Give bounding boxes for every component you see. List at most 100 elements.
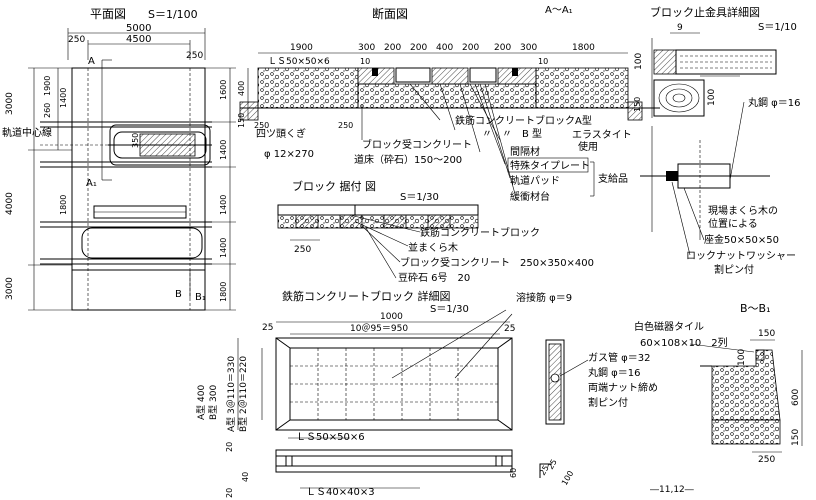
bb-dim-150b: 150 — [791, 429, 801, 446]
plan-label-a1: A₁ — [86, 178, 97, 189]
stopper-dim-100b: 100 — [707, 89, 717, 106]
rc-left-a: A型 400 — [196, 385, 207, 420]
stopper-scale: S＝1/10 — [758, 22, 797, 33]
rc-dim-25b: 25 — [504, 324, 515, 334]
sec-block-b: 〃 〃 B 型 — [482, 127, 542, 140]
sec-dim-200a: 200 — [384, 43, 401, 53]
plan-label-b1: B₁ — [195, 292, 206, 303]
section-title: 断面図 — [372, 6, 408, 21]
rc-dim-1000: 1000 — [380, 312, 403, 322]
stopper-lock-nut: ロックナットワッシャー — [686, 250, 796, 262]
plan-center-line-label: 軌道中心線 — [2, 126, 52, 139]
bb-title: B～B₁ — [740, 302, 771, 315]
rc-weld: 溶接筋 φ＝9 — [516, 291, 572, 304]
plan-dim-4000: 4000 — [5, 192, 15, 215]
rc-title: 鉄筋コンクリートブロック 詳細図 — [282, 289, 451, 303]
rc-detail: 鉄筋コンクリートブロック 詳細図 S＝1/30 溶接筋 φ＝9 1000 25 … — [196, 289, 658, 498]
sec-buffer: 緩衝材台 — [510, 190, 550, 203]
plan-dim-5000: 5000 — [126, 23, 151, 34]
sec-dim-1900: 1900 — [290, 43, 313, 53]
section-view: 断面図 A～A₁ 1900 300 200 200 400 200 200 30… — [237, 5, 660, 203]
sec-dim-150: 150 — [237, 113, 246, 128]
plan-label-b: B — [175, 289, 182, 300]
bb-dim-250: 250 — [758, 455, 775, 465]
plan-view: 平面図 S＝1/100 5000 4500 250 250 3000 4000 … — [2, 7, 236, 311]
sec-block-a: 鉄筋コンクリートブロックA型 — [455, 114, 592, 127]
sec-angle-top: ＬＳ50×50×6 — [268, 57, 330, 67]
stopper-dim-9: 9 — [677, 23, 683, 33]
sec-bolt-size: φ 12×270 — [264, 149, 314, 160]
sec-dim-200d: 200 — [494, 43, 511, 53]
stopper-title: ブロック止金具詳細図 — [650, 5, 760, 19]
sec-elastite: エラスタイト — [572, 129, 632, 141]
bb-tile1: 白色磁器タイル — [634, 320, 704, 333]
sec-dim-10b: 10 — [538, 57, 548, 66]
plan-dim-1400a: 1400 — [219, 140, 228, 160]
sec-dim-400: 400 — [237, 81, 246, 96]
rc-round-bar: 丸鋼 φ＝16 — [588, 366, 641, 379]
rc-dim-60: 60 — [509, 468, 518, 478]
sec-receiving: ブロック受コンクリート — [362, 138, 472, 151]
rc-left-b: B型 300 — [208, 385, 219, 420]
rc-dim-40: 40 — [241, 472, 250, 482]
setting-l2: 並まくら木 — [408, 241, 458, 254]
sec-spacer: 間隔材 — [510, 145, 540, 158]
stopper-round-bar: 丸鋼 φ＝16 — [748, 96, 801, 109]
setting-l3: ブロック受コンクリート 250×350×400 — [400, 256, 594, 269]
rc-left-a2: A型 3＠110＝330 — [226, 356, 237, 432]
page-number: ―11,12― — [650, 485, 694, 495]
setting-title: ブロック 据付 図 — [292, 179, 376, 193]
plan-dim-3000a: 3000 — [5, 92, 15, 115]
stopper-pin: 割ピン付 — [714, 263, 754, 276]
plan-label-a: A — [88, 56, 95, 67]
rc-gas-pipe: ガス管 φ＝32 — [588, 351, 651, 364]
sec-dim-300a: 300 — [358, 43, 375, 53]
plan-dim-1800: 1800 — [59, 195, 68, 215]
section-subtitle: A～A₁ — [545, 5, 573, 16]
stopper-detail: ブロック止金具詳細図 S＝1/10 9 100 100 丸鋼 φ＝16 現場まく… — [634, 5, 801, 276]
bb-dim-100: 100 — [737, 349, 747, 366]
plan-dim-1400b: 1400 — [219, 195, 228, 215]
plan-dim-260: 260 — [43, 103, 52, 118]
rc-dim-20b: 20 — [225, 488, 234, 498]
setting-view: ブロック 据付 図 S＝1/30 250 鉄筋コンクリートブロック 並まくら木 … — [277, 179, 594, 284]
sec-dim-250a: 250 — [254, 121, 269, 130]
sec-bolt: 四ツ頭くぎ — [256, 127, 306, 140]
rc-dim-25d: 25 — [546, 458, 559, 471]
sec-rail-pad: 軌道パッド — [510, 174, 560, 187]
plan-dim-1400c: 1400 — [219, 238, 228, 258]
stopper-dim-100a: 100 — [634, 53, 644, 70]
rc-dim-950: 10＠95＝950 — [350, 323, 408, 334]
rc-dim-25a: 25 — [262, 323, 273, 333]
plan-title: 平面図 — [90, 7, 126, 21]
setting-scale: S＝1/30 — [400, 192, 439, 203]
sec-dim-400: 400 — [436, 43, 453, 53]
rc-left-b2: B型 2＠110＝220 — [238, 356, 249, 432]
plan-dim-1800b: 1800 — [219, 282, 228, 302]
rc-dim-25c: 25 — [538, 464, 551, 477]
rc-scale: S＝1/30 — [430, 304, 469, 315]
stopper-note1: 現場まくら木の — [708, 204, 778, 217]
sec-special-plate: 特殊タイプレート — [510, 159, 590, 172]
stopper-washer: 座金50×50×50 — [704, 233, 779, 246]
sec-dim-200b: 200 — [410, 43, 427, 53]
plan-dim-250b: 250 — [186, 51, 203, 61]
rc-angle1: ＬＳ50×50×6 — [296, 432, 365, 443]
sec-ballast: 道床（砕石）150～200 — [354, 153, 462, 166]
plan-dim-4500: 4500 — [126, 34, 151, 45]
rc-angle2: ＬＳ40×40×3 — [306, 487, 375, 498]
plan-dim-3000b: 3000 — [5, 277, 15, 300]
setting-dim: 250 — [294, 245, 311, 255]
plan-dim-250a: 250 — [68, 35, 85, 45]
plan-dim-1400: 1400 — [59, 88, 68, 108]
sec-dim-right: 150 — [633, 97, 642, 112]
setting-l4: 豆砕石 6号 20 — [398, 272, 470, 284]
rc-dim-20a: 20 — [225, 442, 234, 452]
sec-dim-250b: 250 — [338, 121, 353, 130]
rc-nut: 両端ナット締め — [588, 381, 658, 394]
bb-section: B～B₁ 白色磁器タイル 60×108×10 2列 150 100 600 15… — [634, 302, 803, 465]
rc-dim-100: 100 — [560, 469, 575, 487]
sec-dim-1800: 1800 — [572, 43, 595, 53]
stopper-note2: 位置による — [708, 217, 758, 230]
